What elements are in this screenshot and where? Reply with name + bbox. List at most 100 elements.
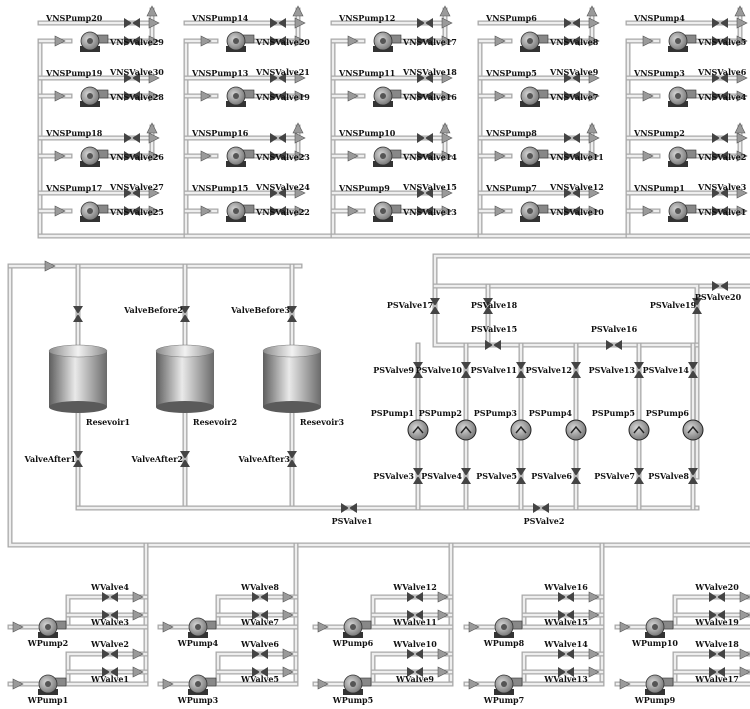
vns-pump-icon[interactable] bbox=[226, 146, 255, 167]
ps-pump-icon[interactable] bbox=[455, 419, 477, 441]
ps-valve-icon[interactable] bbox=[571, 468, 581, 484]
valve-before-icon[interactable] bbox=[287, 306, 297, 322]
vns-valve-icon[interactable] bbox=[564, 151, 580, 161]
vns-valve-icon[interactable] bbox=[417, 133, 433, 143]
vns-valve-icon[interactable] bbox=[124, 73, 140, 83]
vns-valve-icon[interactable] bbox=[417, 36, 433, 46]
ps-valve-icon[interactable] bbox=[485, 340, 501, 350]
ps-pump-icon[interactable] bbox=[407, 419, 429, 441]
vns-pump-icon[interactable] bbox=[668, 146, 697, 167]
valve-after-icon[interactable] bbox=[73, 451, 83, 467]
ps-pump-icon[interactable] bbox=[565, 419, 587, 441]
ps-valve-icon[interactable] bbox=[606, 340, 622, 350]
vns-valve-icon[interactable] bbox=[270, 206, 286, 216]
ps-valve-icon[interactable] bbox=[634, 362, 644, 378]
w-pump-icon[interactable] bbox=[188, 617, 217, 638]
vns-valve-icon[interactable] bbox=[270, 151, 286, 161]
vns-pump-icon[interactable] bbox=[373, 86, 402, 107]
w-valve-icon[interactable] bbox=[252, 649, 268, 659]
vns-valve-icon[interactable] bbox=[417, 188, 433, 198]
valve-after-icon[interactable] bbox=[287, 451, 297, 467]
w-valve-icon[interactable] bbox=[102, 649, 118, 659]
vns-pump-icon[interactable] bbox=[373, 201, 402, 222]
vns-valve-icon[interactable] bbox=[712, 18, 728, 28]
vns-valve-icon[interactable] bbox=[417, 73, 433, 83]
vns-pump-icon[interactable] bbox=[80, 146, 109, 167]
vns-valve-icon[interactable] bbox=[270, 188, 286, 198]
ps-pump-icon[interactable] bbox=[682, 419, 704, 441]
vns-valve-icon[interactable] bbox=[712, 133, 728, 143]
ps-valve-icon[interactable] bbox=[413, 468, 423, 484]
vns-valve-icon[interactable] bbox=[417, 151, 433, 161]
vns-pump-icon[interactable] bbox=[80, 86, 109, 107]
w-valve-icon[interactable] bbox=[407, 667, 423, 677]
vns-valve-icon[interactable] bbox=[270, 36, 286, 46]
ps-valve-icon[interactable] bbox=[413, 362, 423, 378]
vns-pump-icon[interactable] bbox=[520, 146, 549, 167]
vns-valve-icon[interactable] bbox=[417, 206, 433, 216]
vns-pump-icon[interactable] bbox=[226, 201, 255, 222]
vns-pump-icon[interactable] bbox=[668, 86, 697, 107]
vns-valve-icon[interactable] bbox=[124, 18, 140, 28]
w-valve-icon[interactable] bbox=[252, 610, 268, 620]
w-valve-icon[interactable] bbox=[102, 667, 118, 677]
vns-valve-icon[interactable] bbox=[124, 36, 140, 46]
reservoir-tank[interactable] bbox=[155, 344, 215, 413]
w-valve-icon[interactable] bbox=[709, 610, 725, 620]
w-pump-icon[interactable] bbox=[188, 674, 217, 695]
vns-valve-icon[interactable] bbox=[124, 133, 140, 143]
w-pump-icon[interactable] bbox=[494, 617, 523, 638]
w-valve-icon[interactable] bbox=[102, 610, 118, 620]
vns-pump-icon[interactable] bbox=[80, 31, 109, 52]
w-valve-icon[interactable] bbox=[407, 610, 423, 620]
vns-valve-icon[interactable] bbox=[564, 91, 580, 101]
w-valve-icon[interactable] bbox=[102, 592, 118, 602]
vns-valve-icon[interactable] bbox=[270, 18, 286, 28]
w-pump-icon[interactable] bbox=[343, 674, 372, 695]
vns-valve-icon[interactable] bbox=[564, 206, 580, 216]
vns-pump-icon[interactable] bbox=[520, 31, 549, 52]
w-valve-icon[interactable] bbox=[558, 610, 574, 620]
vns-valve-icon[interactable] bbox=[564, 18, 580, 28]
w-valve-icon[interactable] bbox=[558, 592, 574, 602]
vns-valve-icon[interactable] bbox=[564, 73, 580, 83]
w-valve-icon[interactable] bbox=[407, 649, 423, 659]
vns-valve-icon[interactable] bbox=[712, 151, 728, 161]
w-valve-icon[interactable] bbox=[709, 592, 725, 602]
ps-valve-icon[interactable] bbox=[516, 362, 526, 378]
valve-after-icon[interactable] bbox=[180, 451, 190, 467]
reservoir-tank[interactable] bbox=[48, 344, 108, 413]
vns-valve-icon[interactable] bbox=[124, 206, 140, 216]
ps-valve-icon[interactable] bbox=[483, 298, 493, 314]
vns-valve-icon[interactable] bbox=[712, 206, 728, 216]
vns-valve-icon[interactable] bbox=[124, 91, 140, 101]
w-valve-icon[interactable] bbox=[709, 649, 725, 659]
vns-valve-icon[interactable] bbox=[564, 133, 580, 143]
vns-pump-icon[interactable] bbox=[668, 31, 697, 52]
valve-before-icon[interactable] bbox=[180, 306, 190, 322]
vns-pump-icon[interactable] bbox=[520, 86, 549, 107]
reservoir-tank[interactable] bbox=[262, 344, 322, 413]
ps-valve-icon[interactable] bbox=[571, 362, 581, 378]
vns-valve-icon[interactable] bbox=[270, 133, 286, 143]
vns-valve-icon[interactable] bbox=[270, 91, 286, 101]
vns-pump-icon[interactable] bbox=[668, 201, 697, 222]
vns-valve-icon[interactable] bbox=[270, 73, 286, 83]
vns-pump-icon[interactable] bbox=[226, 86, 255, 107]
ps-valve-icon[interactable] bbox=[430, 298, 440, 314]
w-pump-icon[interactable] bbox=[343, 617, 372, 638]
w-valve-icon[interactable] bbox=[407, 592, 423, 602]
ps-pump-icon[interactable] bbox=[628, 419, 650, 441]
ps-valve-icon[interactable] bbox=[712, 281, 728, 291]
w-valve-icon[interactable] bbox=[252, 667, 268, 677]
ps-valve-icon[interactable] bbox=[461, 468, 471, 484]
vns-valve-icon[interactable] bbox=[564, 36, 580, 46]
ps-valve-icon[interactable] bbox=[688, 362, 698, 378]
valve-before-icon[interactable] bbox=[73, 306, 83, 322]
vns-valve-icon[interactable] bbox=[712, 188, 728, 198]
vns-valve-icon[interactable] bbox=[712, 36, 728, 46]
w-valve-icon[interactable] bbox=[558, 667, 574, 677]
ps-valve-icon[interactable] bbox=[461, 362, 471, 378]
vns-valve-icon[interactable] bbox=[564, 188, 580, 198]
w-pump-icon[interactable] bbox=[645, 617, 674, 638]
